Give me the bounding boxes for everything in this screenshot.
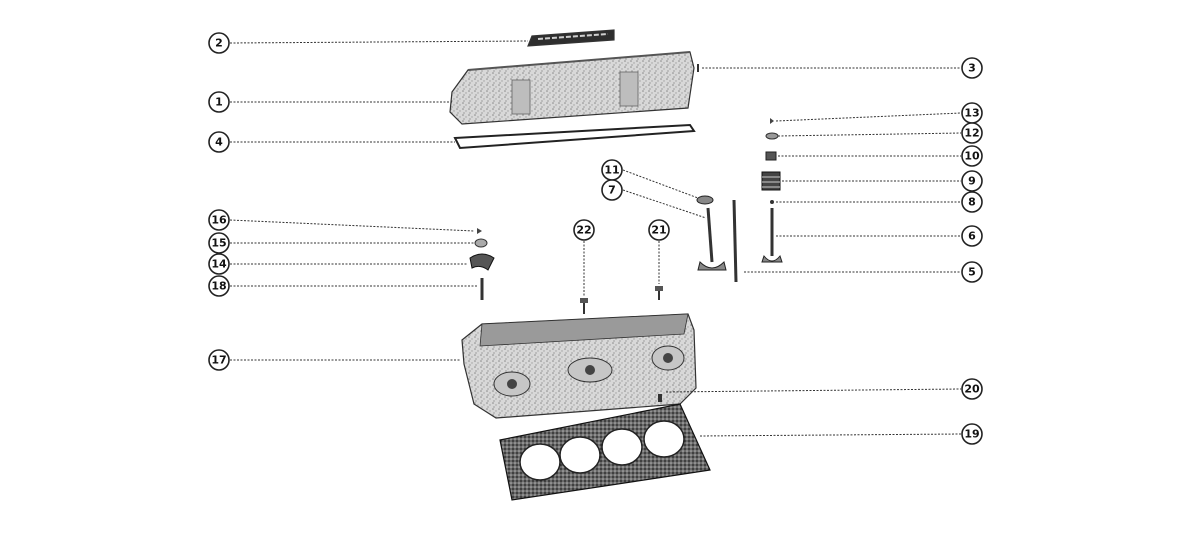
svg-text:11: 11 — [604, 164, 619, 177]
svg-text:5: 5 — [968, 266, 976, 279]
svg-text:9: 9 — [968, 175, 976, 188]
callout-6: 6 — [961, 225, 983, 247]
callout-11: 11 — [601, 159, 623, 181]
svg-text:18: 18 — [211, 280, 226, 293]
callout-5: 5 — [961, 261, 983, 283]
head-bolt-left-part — [580, 298, 588, 314]
svg-text:20: 20 — [964, 383, 980, 396]
valve-shim-part — [770, 200, 774, 204]
callout-3: 3 — [961, 57, 983, 79]
callout-10: 10 — [961, 145, 983, 167]
callout-7: 7 — [601, 179, 623, 201]
svg-text:10: 10 — [964, 150, 980, 163]
rocker-ball-part — [474, 238, 488, 248]
rocker-arm-part — [469, 253, 495, 271]
push-rod-part — [732, 199, 738, 283]
valve-spring-part — [761, 171, 781, 191]
svg-text:15: 15 — [211, 237, 226, 250]
valve-retainer-part — [765, 132, 779, 140]
svg-text:19: 19 — [964, 428, 979, 441]
svg-text:21: 21 — [651, 224, 666, 237]
svg-text:17: 17 — [211, 354, 226, 367]
callout-9: 9 — [961, 170, 983, 192]
callout-19: 19 — [961, 423, 983, 445]
svg-text:3: 3 — [968, 62, 976, 75]
svg-text:13: 13 — [964, 107, 979, 120]
valve-seal-part — [765, 151, 777, 161]
head-gasket-part — [499, 403, 711, 501]
callout-16: 16 — [208, 209, 230, 231]
svg-text:12: 12 — [964, 127, 979, 140]
svg-text:7: 7 — [608, 184, 616, 197]
svg-text:8: 8 — [968, 196, 976, 209]
valve-keeper-part — [770, 118, 774, 124]
dowel-pin-part — [658, 394, 662, 402]
callout-4: 4 — [208, 131, 230, 153]
leader-lines — [229, 40, 962, 437]
callout-21: 21 — [648, 219, 670, 241]
callout-1: 1 — [208, 91, 230, 113]
exhaust-valve-part — [761, 208, 783, 263]
intake-retainer-part — [696, 195, 714, 205]
svg-text:6: 6 — [968, 230, 976, 243]
callout-14: 14 — [208, 253, 230, 275]
callout-22: 22 — [573, 219, 595, 241]
valve-cover-part — [449, 51, 695, 125]
callout-17: 17 — [208, 349, 230, 371]
callout-15: 15 — [208, 232, 230, 254]
rocker-nut-part — [477, 228, 482, 234]
head-bolt-right-part — [655, 286, 663, 300]
intake-valve-part — [697, 207, 727, 271]
svg-text:1: 1 — [215, 96, 223, 109]
svg-text:14: 14 — [211, 258, 227, 271]
valve-cover-gasket-part — [453, 123, 696, 150]
callout-2: 2 — [208, 32, 230, 54]
svg-text:16: 16 — [211, 214, 227, 227]
svg-text:2: 2 — [215, 37, 223, 50]
svg-text:4: 4 — [215, 136, 223, 149]
callout-13: 13 — [961, 102, 983, 124]
svg-text:22: 22 — [576, 224, 591, 237]
cylinder-head-part — [461, 313, 697, 419]
emblem-part — [527, 29, 615, 47]
callout-12: 12 — [961, 122, 983, 144]
callout-8: 8 — [961, 191, 983, 213]
callout-18: 18 — [208, 275, 230, 297]
callout-20: 20 — [961, 378, 983, 400]
